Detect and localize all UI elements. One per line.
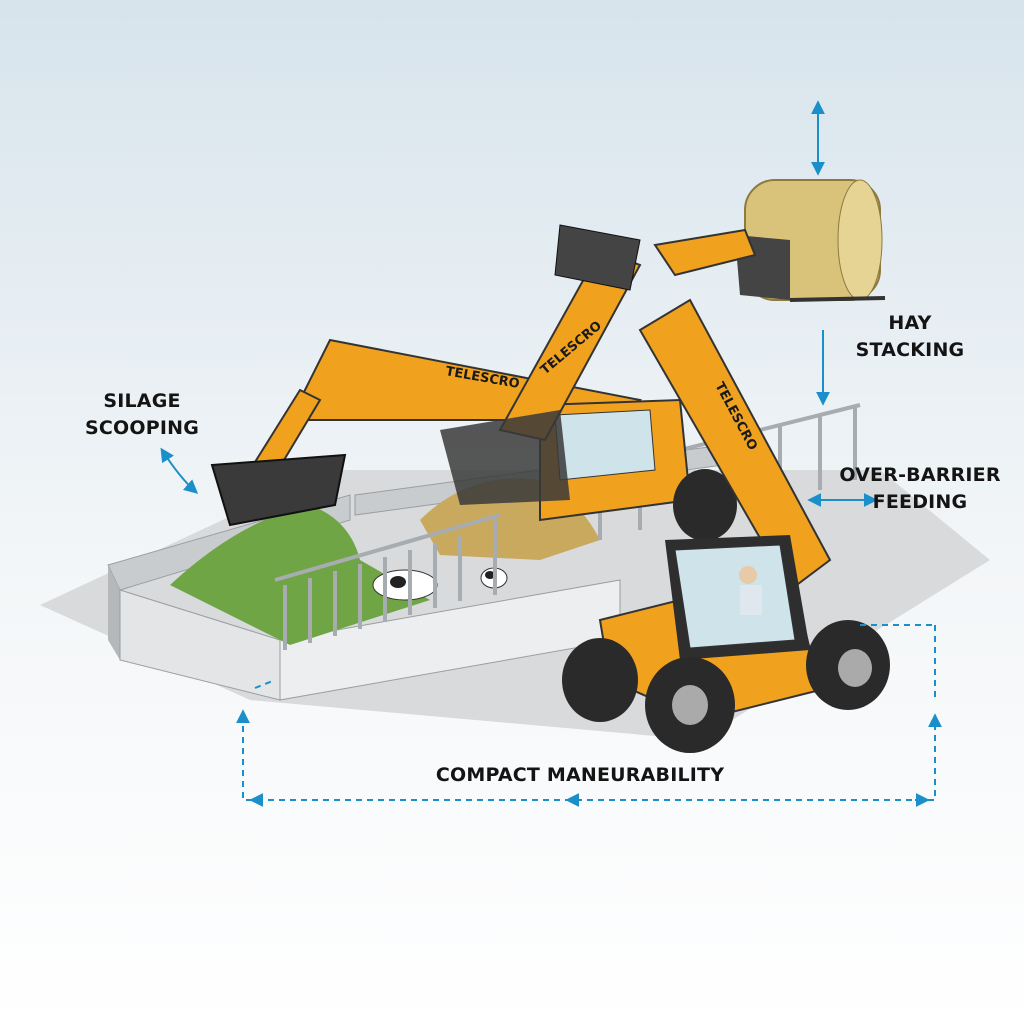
label-silage-scooping: SILAGE SCOOPING	[72, 388, 212, 442]
silage-pile	[170, 505, 430, 645]
label-over-barrier-feeding: OVER-BARRIER FEEDING	[835, 462, 1005, 516]
telehandler-front: TELESCRO	[562, 228, 890, 753]
bucket	[210, 453, 347, 527]
telehandler-fork: TELESCRO	[440, 224, 737, 541]
label-line: HAY	[888, 312, 932, 334]
label-line: STACKING	[855, 339, 965, 361]
label-line: FEEDING	[872, 491, 968, 513]
cow	[372, 569, 438, 601]
label-compact-maneuverability: COMPACT MANEURABILITY	[435, 764, 725, 786]
dimension-line	[242, 624, 936, 801]
annotation-arrows	[160, 100, 942, 807]
grab-fork	[440, 410, 570, 505]
hay-bale	[735, 179, 886, 302]
wheel	[562, 638, 638, 722]
label-hay-stacking: HAY STACKING	[845, 310, 975, 364]
label-line: SCOOPING	[84, 417, 200, 439]
label-line: SILAGE	[103, 390, 181, 412]
label-line: OVER-BARRIER	[839, 464, 1001, 486]
scoop-arrow	[160, 447, 199, 494]
